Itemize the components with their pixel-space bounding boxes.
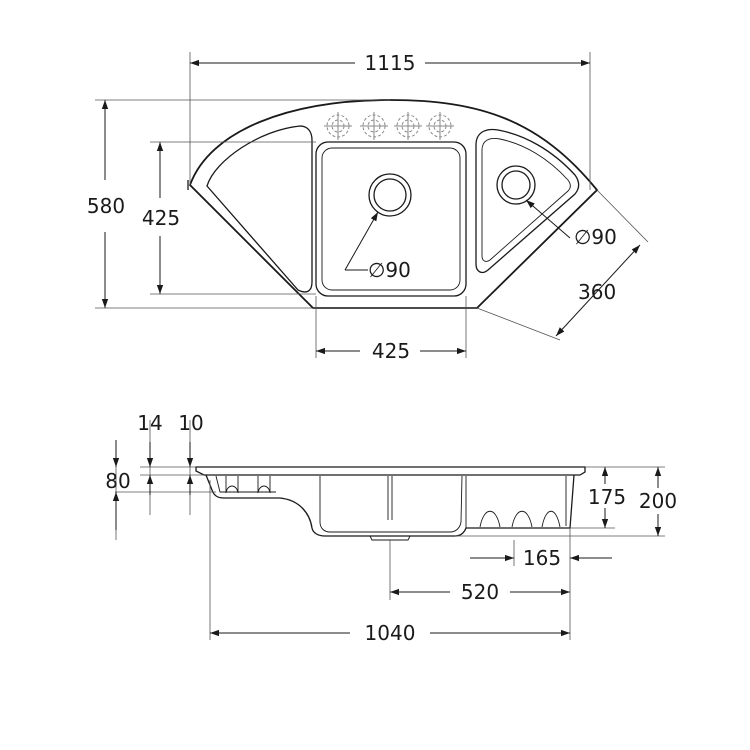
side-body-profile (205, 474, 575, 537)
small-drain-inner (501, 170, 531, 200)
dim-rim-10: 10 (178, 411, 203, 435)
dim-overall-length: 1040 (365, 621, 416, 645)
dim-overall-depth: 580 (87, 194, 125, 218)
dim-bowl-span: 520 (461, 580, 499, 604)
small-bowl-outer (475, 128, 580, 274)
tap-hole-markers (324, 112, 454, 140)
left-drainer (206, 125, 313, 293)
dim-main-drain-diameter: ∅90 (368, 258, 411, 282)
top-view: 1115 580 425 425 ∅90 ∅90 360 (87, 51, 649, 363)
dim-small-drain-diameter: ∅90 (574, 225, 617, 249)
dim-small-bowl-size: 360 (578, 280, 616, 304)
dim-main-bowl-width: 425 (372, 339, 410, 363)
side-view: 14 10 80 175 200 165 520 1040 (105, 411, 677, 645)
side-extension-lines (115, 420, 665, 640)
sink-outline (188, 99, 599, 309)
dim-small-bowl-width: 165 (523, 546, 561, 570)
dim-small-bowl-depth: 175 (588, 485, 626, 509)
main-drain-inner (373, 178, 407, 212)
dim-overall-width: 1115 (365, 51, 416, 75)
main-bowl-inner (321, 147, 461, 291)
small-drain-outer (496, 165, 536, 205)
dim-lip-80: 80 (105, 469, 130, 493)
dim-total-depth: 200 (639, 489, 677, 513)
top-extension-lines (95, 52, 649, 358)
small-bowl-inner (481, 138, 571, 262)
main-drain-outer (368, 173, 412, 217)
main-bowl-outer (315, 141, 467, 297)
side-rim (195, 466, 586, 476)
dim-rim-14: 14 (137, 411, 162, 435)
dim-main-bowl-depth: 425 (142, 206, 180, 230)
